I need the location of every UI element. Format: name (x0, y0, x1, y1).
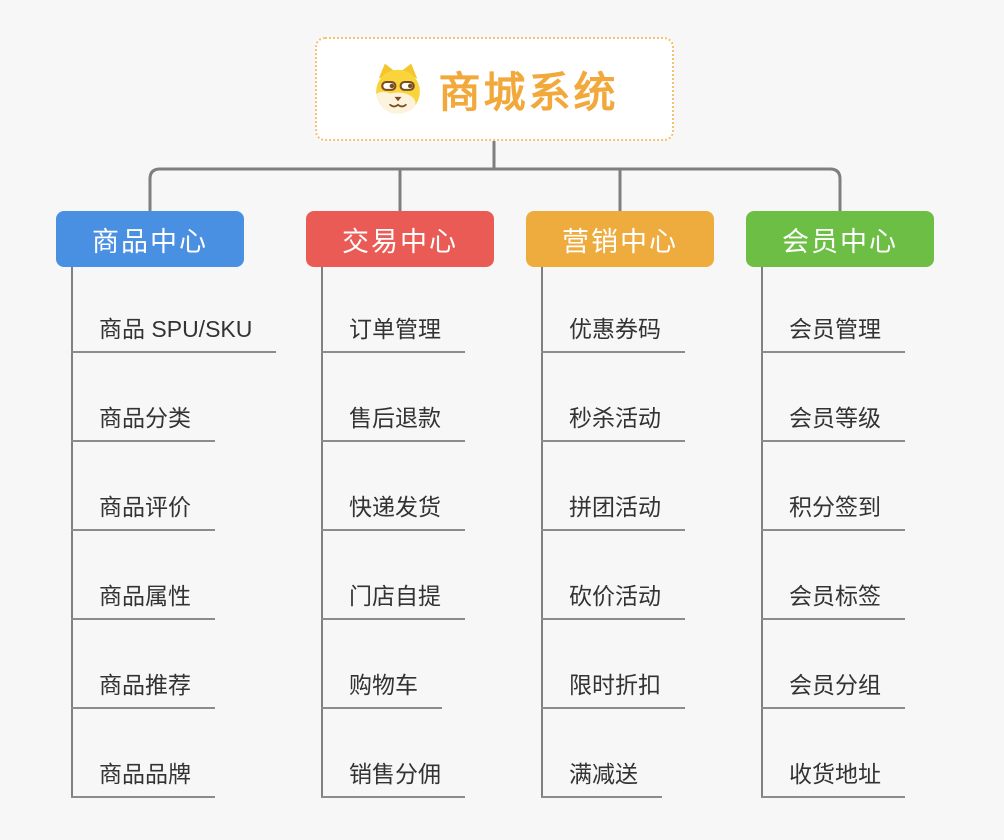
leaf-node[interactable]: 秒杀活动 (541, 399, 685, 442)
branch-list-product: 商品 SPU/SKU 商品分类 商品评价 商品属性 商品推荐 商品品牌 (71, 267, 306, 798)
list-item: 门店自提 (321, 531, 556, 620)
dog-icon (376, 63, 421, 114)
leaf-node[interactable]: 会员管理 (761, 310, 905, 353)
branch-marketing-center: 营销中心 优惠券码 秒杀活动 拼团活动 砍价活动 限时折扣 满减送 (526, 211, 776, 798)
list-item: 砍价活动 (541, 531, 776, 620)
branch-list-trade: 订单管理 售后退款 快递发货 门店自提 购物车 销售分佣 (321, 267, 556, 798)
list-item: 购物车 (321, 620, 556, 709)
list-item: 销售分佣 (321, 709, 556, 798)
list-item: 商品分类 (71, 353, 306, 442)
branch-product-center: 商品中心 商品 SPU/SKU 商品分类 商品评价 商品属性 商品推荐 商品品牌 (56, 211, 306, 798)
list-item: 会员分组 (761, 620, 996, 709)
root-title: 商城系统 (438, 68, 619, 116)
root-node[interactable]: 商城系统 (315, 37, 674, 141)
leaf-node[interactable]: 商品评价 (71, 488, 215, 531)
list-item: 积分签到 (761, 442, 996, 531)
list-item: 商品 SPU/SKU (71, 267, 306, 353)
list-item: 优惠券码 (541, 267, 776, 353)
leaf-node[interactable]: 快递发货 (321, 488, 465, 531)
branch-header-product[interactable]: 商品中心 (56, 211, 244, 267)
list-item: 拼团活动 (541, 442, 776, 531)
list-item: 会员管理 (761, 267, 996, 353)
leaf-node[interactable]: 售后退款 (321, 399, 465, 442)
list-item: 商品推荐 (71, 620, 306, 709)
branch-header-trade[interactable]: 交易中心 (306, 211, 494, 267)
branch-header-member[interactable]: 会员中心 (746, 211, 934, 267)
leaf-node[interactable]: 商品属性 (71, 577, 215, 620)
list-item: 商品品牌 (71, 709, 306, 798)
branch-trade-center: 交易中心 订单管理 售后退款 快递发货 门店自提 购物车 销售分佣 (306, 211, 556, 798)
leaf-node[interactable]: 会员分组 (761, 666, 905, 709)
branch-list-marketing: 优惠券码 秒杀活动 拼团活动 砍价活动 限时折扣 满减送 (541, 267, 776, 798)
leaf-node[interactable]: 会员等级 (761, 399, 905, 442)
list-item: 满减送 (541, 709, 776, 798)
leaf-node[interactable]: 商品 SPU/SKU (71, 310, 277, 353)
leaf-node[interactable]: 砍价活动 (541, 577, 685, 620)
leaf-node[interactable]: 会员标签 (761, 577, 905, 620)
leaf-node[interactable]: 门店自提 (321, 577, 465, 620)
leaf-node[interactable]: 优惠券码 (541, 310, 685, 353)
list-item: 商品评价 (71, 442, 306, 531)
leaf-node[interactable]: 收货地址 (761, 755, 905, 798)
leaf-node[interactable]: 积分签到 (761, 488, 905, 531)
list-item: 会员等级 (761, 353, 996, 442)
branch-header-marketing[interactable]: 营销中心 (526, 211, 714, 267)
leaf-node[interactable]: 商品推荐 (71, 666, 215, 709)
leaf-node[interactable]: 限时折扣 (541, 666, 685, 709)
leaf-node[interactable]: 购物车 (321, 666, 442, 709)
leaf-node[interactable]: 商品分类 (71, 399, 215, 442)
list-item: 售后退款 (321, 353, 556, 442)
list-item: 秒杀活动 (541, 353, 776, 442)
list-item: 收货地址 (761, 709, 996, 798)
branch-list-member: 会员管理 会员等级 积分签到 会员标签 会员分组 收货地址 (761, 267, 996, 798)
branch-member-center: 会员中心 会员管理 会员等级 积分签到 会员标签 会员分组 收货地址 (746, 211, 996, 798)
leaf-node[interactable]: 订单管理 (321, 310, 465, 353)
list-item: 快递发货 (321, 442, 556, 531)
list-item: 商品属性 (71, 531, 306, 620)
leaf-node[interactable]: 销售分佣 (321, 755, 465, 798)
list-item: 限时折扣 (541, 620, 776, 709)
leaf-node[interactable]: 满减送 (541, 755, 662, 798)
leaf-node[interactable]: 商品品牌 (71, 755, 215, 798)
leaf-node[interactable]: 拼团活动 (541, 488, 685, 531)
list-item: 会员标签 (761, 531, 996, 620)
list-item: 订单管理 (321, 267, 556, 353)
